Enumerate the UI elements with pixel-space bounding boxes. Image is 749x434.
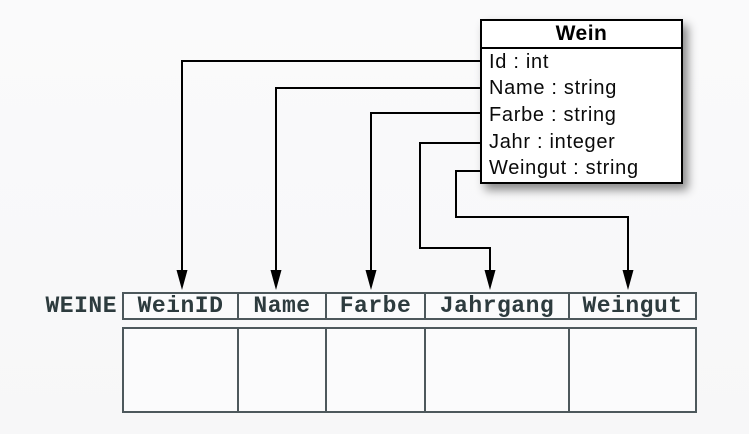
arrowhead-icon (270, 270, 282, 290)
arrowhead-icon (484, 270, 496, 290)
table-cell-empty (124, 329, 237, 411)
class-attribute-list: Id : int Name : string Farbe : string Ja… (482, 49, 681, 182)
arrowhead-icon (176, 270, 188, 290)
class-title: Wein (482, 21, 681, 49)
class-attribute-weingut: Weingut : string (489, 157, 639, 180)
table-cell-empty (424, 329, 568, 411)
table-name-label: WEINE (45, 293, 117, 319)
connector-name-to-name (270, 87, 482, 290)
table-cell-empty (568, 329, 695, 411)
uml-class-box: Wein Id : int Name : string Farbe : stri… (480, 19, 683, 184)
table-cell-empty (325, 329, 424, 411)
class-attribute-id: Id : int (489, 50, 550, 73)
column-header-name: Name (237, 294, 325, 318)
table-cell-empty (237, 329, 325, 411)
connector-id-to-weinid (176, 60, 482, 290)
column-header-jahrgang: Jahrgang (424, 294, 568, 318)
arrowhead-icon (365, 270, 377, 290)
connector-weingut-to-weingut (455, 170, 634, 290)
column-header-weinid: WeinID (137, 294, 224, 318)
table-header-row: WeinID Name Farbe Jahrgang Weingut (122, 292, 697, 320)
column-header-weingut: Weingut (568, 294, 695, 318)
table-body-row (122, 327, 697, 413)
class-attribute-farbe: Farbe : string (489, 103, 617, 126)
connector-farbe-to-farbe (365, 112, 482, 290)
column-header-farbe: Farbe (325, 294, 424, 318)
class-attribute-name: Name : string (489, 77, 618, 100)
arrowhead-icon (622, 270, 634, 290)
class-attribute-jahr: Jahr : integer (489, 130, 616, 153)
connector-jahr-to-jahrgang (419, 142, 496, 290)
